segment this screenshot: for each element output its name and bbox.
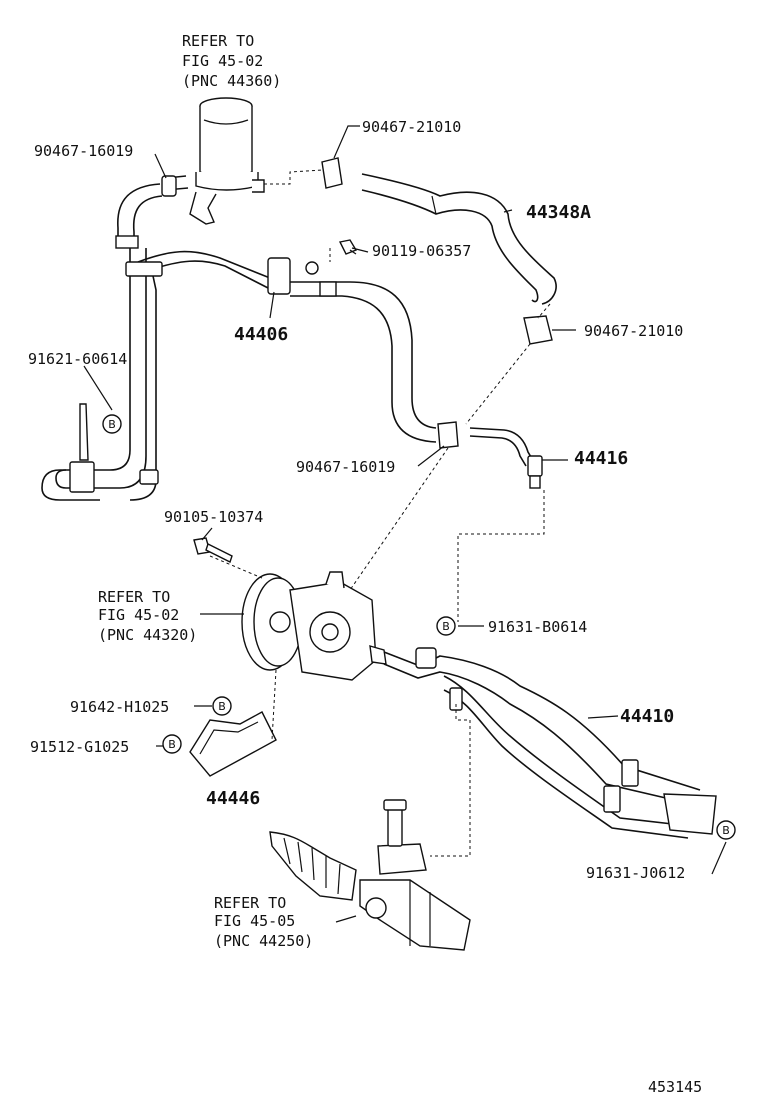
label-hose-44410: 44410 [620, 706, 674, 727]
part-number-labels: 90467-16019 90467-21010 44348A 90119-063… [28, 118, 685, 882]
hose-44410-drawing [383, 647, 717, 839]
ref-pump-line-1: REFER TO [98, 588, 170, 606]
callout-marker-clip-left: B [102, 414, 122, 434]
label-clamp-mid: 90467-16019 [296, 458, 395, 476]
label-bolt-b0614: 91631-B0614 [488, 618, 587, 636]
label-bolt-g1025: 91512-G1025 [30, 738, 129, 756]
bolt-upper-drawing [338, 239, 358, 255]
svg-text:B: B [442, 620, 450, 633]
ref-gear-line-1: REFER TO [214, 894, 286, 912]
label-clamp-upper-right: 90467-21010 [362, 118, 461, 136]
ref-reservoir-line-1: REFER TO [182, 32, 254, 50]
pipe-44416-drawing [469, 427, 543, 489]
label-hose-44348a: 44348A [526, 202, 591, 223]
pipe-44406-drawing [267, 257, 437, 443]
svg-text:B: B [168, 738, 176, 751]
callout-markers: B B B B B [102, 414, 736, 840]
leader-lines [83, 125, 727, 923]
label-bolt-upper: 90119-06357 [372, 242, 471, 260]
callout-marker-h1025: B [212, 696, 232, 716]
svg-text:B: B [108, 418, 116, 431]
label-clamp-mid-right: 90467-21010 [584, 322, 683, 340]
bracket-44446-drawing [189, 711, 277, 777]
reference-labels: REFER TO FIG 45-02 (PNC 44360) REFER TO … [98, 32, 313, 950]
reservoir-drawing [165, 97, 265, 225]
steering-gear-drawing [269, 799, 471, 951]
ref-gear-line-3: (PNC 44250) [214, 932, 313, 950]
label-pipe-44416: 44416 [574, 448, 628, 469]
pump-drawing [241, 571, 387, 681]
label-bracket-44446: 44446 [206, 788, 260, 809]
hose-44348a-drawing [321, 157, 557, 305]
callout-marker-j0612: B [716, 820, 736, 840]
ref-pump-line-3: (PNC 44320) [98, 626, 197, 644]
label-bolt-h1025: 91642-H1025 [70, 698, 169, 716]
callout-marker-b0614: B [436, 616, 456, 636]
diagram-id: 453145 [648, 1078, 702, 1096]
label-pipe-44406: 44406 [234, 324, 288, 345]
ref-gear-line-2: FIG 45-05 [214, 912, 295, 930]
label-bolt-j0612: 91631-J0612 [586, 864, 685, 882]
left-pipe-assembly-drawing [41, 248, 273, 501]
dashed-assembly-lines [209, 169, 551, 857]
svg-text:B: B [218, 700, 226, 713]
bolt-pump-drawing [193, 537, 233, 563]
ref-reservoir-line-2: FIG 45-02 [182, 52, 263, 70]
clamps-mid-drawing [437, 315, 553, 449]
svg-text:B: B [722, 824, 730, 837]
label-bolt-pump: 90105-10374 [164, 508, 263, 526]
label-clamp-upper-left: 90467-16019 [34, 142, 133, 160]
ref-reservoir-line-3: (PNC 44360) [182, 72, 281, 90]
upper-left-hose-drawing [115, 175, 177, 249]
callout-marker-g1025: B [162, 734, 182, 754]
ref-pump-line-2: FIG 45-02 [98, 606, 179, 624]
label-clip-left: 91621-60614 [28, 350, 127, 368]
